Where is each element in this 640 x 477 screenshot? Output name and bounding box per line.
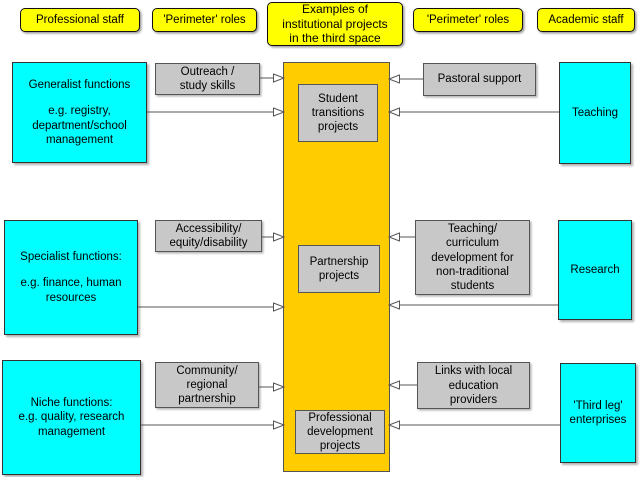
research-box: Research [558, 220, 632, 320]
specialist-functions-title: Specialist functions: [20, 251, 122, 264]
links-local-education-label: Links with local education providers [434, 365, 513, 406]
student-transitions-projects-box: Student transitions projects [298, 84, 378, 142]
third-leg-enterprises-label: 'Third leg' enterprises [569, 399, 627, 426]
perimeter-roles-right-label: 'Perimeter' roles [426, 13, 510, 26]
examples-heading-label: Examples of institutional projects in th… [282, 2, 388, 46]
third-leg-enterprises-box: 'Third leg' enterprises [560, 363, 636, 463]
professional-development-projects-label: Professional development projects [307, 411, 373, 453]
partnership-projects-label: Partnership projects [309, 255, 369, 282]
links-local-education-box: Links with local education providers [417, 362, 530, 409]
community-regional-partnership-box: Community/ regional partnership [155, 362, 259, 408]
professional-staff-label: Professional staff [35, 13, 124, 26]
professional-staff-box: Professional staff [20, 8, 140, 32]
teaching-curriculum-development-label: Teaching/ curriculum development for non… [431, 223, 514, 292]
examples-heading-box: Examples of institutional projects in th… [267, 2, 403, 46]
outreach-study-skills-label: Outreach / study skills [179, 65, 236, 92]
niche-functions-title: Niche functions: [30, 397, 113, 410]
professional-development-projects-box: Professional development projects [295, 410, 385, 454]
perimeter-roles-left-label: 'Perimeter' roles [163, 13, 246, 26]
teaching-curriculum-development-box: Teaching/ curriculum development for non… [415, 220, 530, 295]
partnership-projects-box: Partnership projects [298, 245, 380, 293]
pastoral-support-label: Pastoral support [437, 73, 522, 86]
niche-functions-detail: e.g. quality, research management [18, 411, 125, 438]
generalist-functions-detail: e.g. registry, department/school managem… [32, 105, 127, 146]
specialist-functions-box: Specialist functions: e.g. finance, huma… [4, 220, 138, 335]
teaching-box: Teaching [559, 62, 631, 164]
perimeter-roles-left-box: 'Perimeter' roles [152, 8, 257, 32]
student-transitions-projects-label: Student transitions projects [311, 92, 365, 133]
outreach-study-skills-box: Outreach / study skills [155, 63, 260, 95]
specialist-functions-detail: e.g. finance, human resources [20, 277, 122, 304]
accessibility-equity-disability-label: Accessibility/ equity/disability [169, 222, 248, 249]
academic-staff-label: Academic staff [548, 13, 624, 26]
teaching-label: Teaching [571, 106, 619, 119]
perimeter-roles-right-box: 'Perimeter' roles [413, 8, 523, 32]
niche-functions-box: Niche functions: e.g. quality, research … [2, 360, 141, 475]
accessibility-equity-disability-box: Accessibility/ equity/disability [155, 220, 262, 252]
research-label: Research [570, 263, 620, 276]
generalist-functions-box: Generalist functions e.g. registry, depa… [12, 62, 147, 163]
generalist-functions-title: Generalist functions [28, 79, 131, 92]
community-regional-partnership-label: Community/ regional partnership [176, 364, 238, 406]
academic-staff-box: Academic staff [537, 8, 635, 32]
pastoral-support-box: Pastoral support [423, 63, 536, 96]
